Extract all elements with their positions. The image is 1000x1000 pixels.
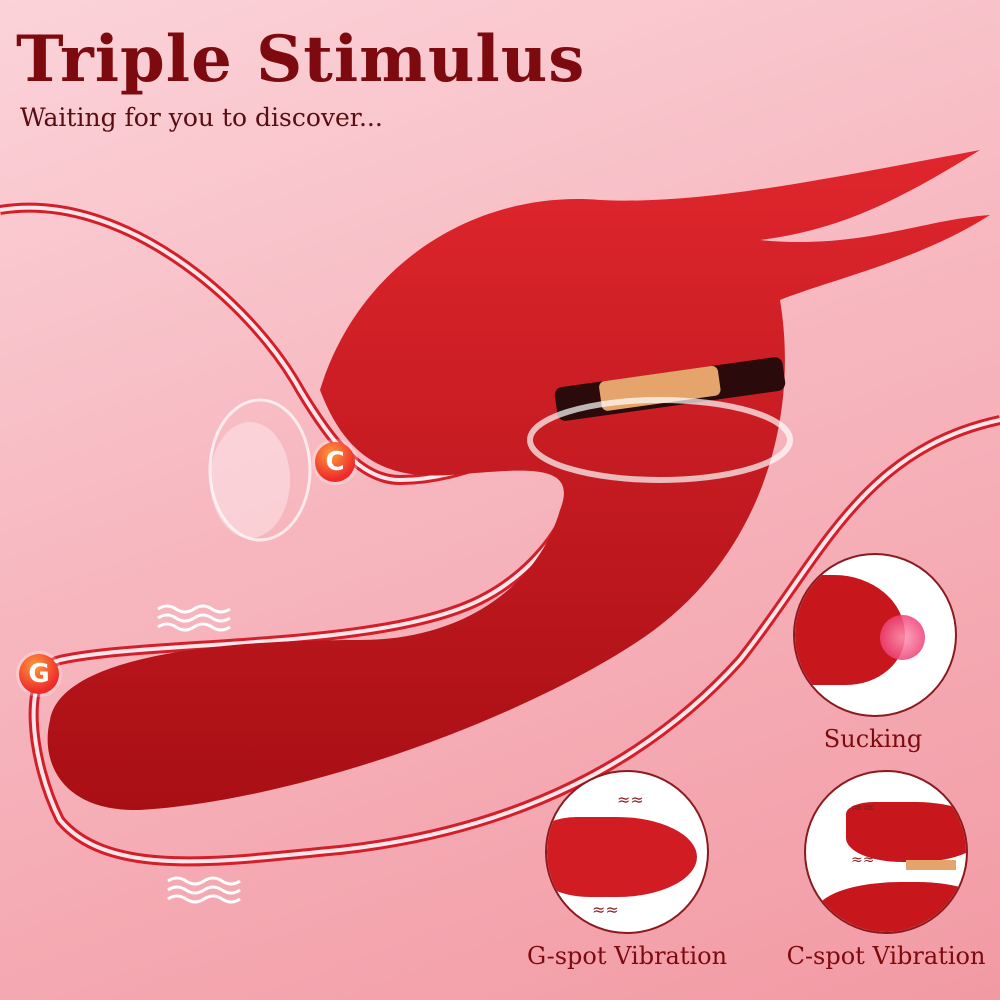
vibration-waves-icon: ≈≈ [851, 800, 875, 816]
page-subtitle: Waiting for you to discover... [20, 103, 383, 132]
feature-c-spot-vibration: ≈≈ ≈≈ C-spot Vibration [786, 770, 986, 970]
feature-g-spot-vibration: ≈≈ ≈≈ G-spot Vibration [527, 770, 727, 970]
g-spot-badge: G [19, 654, 59, 694]
feature-sucking-label: Sucking [823, 725, 923, 753]
c-spot-badge: C [315, 442, 355, 482]
feature-g-spot-label: G-spot Vibration [527, 942, 728, 970]
page-title: Triple Stimulus [16, 22, 586, 97]
vibration-waves-icon: ≈≈ [617, 790, 644, 809]
feature-c-spot-image: ≈≈ ≈≈ [804, 770, 968, 934]
feature-sucking-image [793, 553, 957, 717]
vibration-waves-icon: ≈≈ [851, 852, 875, 868]
feature-c-spot-label: C-spot Vibration [786, 942, 986, 970]
vibration-waves-icon: ≈≈ [592, 900, 619, 919]
feature-g-spot-image: ≈≈ ≈≈ [545, 770, 709, 934]
feature-sucking: Sucking [793, 553, 957, 753]
vibration-waves-icon [167, 876, 241, 904]
vibration-waves-icon [157, 604, 231, 632]
